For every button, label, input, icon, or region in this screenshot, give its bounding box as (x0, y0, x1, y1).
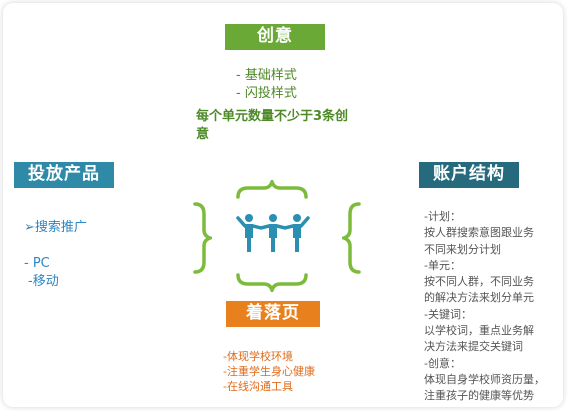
landing-item: -体现学校环境 (223, 350, 293, 363)
account-header: 账户结构 (419, 162, 519, 188)
right-brace-icon (342, 202, 361, 274)
account-line: 以学校词，重点业务解 (424, 324, 534, 338)
account-line: 按不同人群，不同业务 (424, 275, 534, 289)
landing-header: 着落页 (226, 301, 320, 327)
account-line: -创意： (424, 356, 461, 370)
team-people-icon (236, 214, 310, 252)
diagram-frame (3, 3, 563, 407)
creative-header: 创意 (225, 24, 325, 50)
product-mobile-item: -移动 (28, 274, 59, 289)
product-search-item: ➢搜索推广 (24, 220, 87, 235)
product-pc-item: - PC (24, 256, 50, 271)
creative-list: - 基础样式 - 闪投样式 (236, 67, 297, 103)
account-line: -关键词： (424, 307, 472, 321)
account-line: 的解决方法来划分单元 (424, 291, 534, 305)
creative-note: 每个单元数量不少于3条创意 (196, 109, 349, 142)
account-line: 体现自身学校师资历量， (424, 372, 545, 386)
account-structure-list: -计划： 按人群搜索意图跟业务 不同来划分计划 -单元： 按不同人群，不同业务 … (424, 209, 564, 405)
account-line: 按人群搜索意图跟业务 (424, 226, 534, 240)
account-line: -单元： (424, 258, 461, 272)
landing-list: -体现学校环境 -注重学生身心健康 -在线沟通工具 (223, 349, 315, 394)
left-brace-icon (193, 202, 212, 274)
product-header: 投放产品 (14, 162, 114, 188)
account-line: 不同来划分计划 (424, 242, 501, 256)
landing-item: -注重学生身心健康 (223, 365, 315, 378)
account-line: -计划： (424, 210, 461, 223)
top-brace-icon (236, 180, 308, 199)
bottom-brace-icon (236, 273, 308, 292)
account-line: 注重孩子的健康等优势 (424, 389, 534, 403)
creative-item: - 基础样式 (236, 68, 297, 83)
account-line: 决方法来提交关键词 (424, 340, 523, 354)
landing-item: -在线沟通工具 (223, 380, 293, 393)
creative-item: - 闪投样式 (236, 86, 297, 101)
